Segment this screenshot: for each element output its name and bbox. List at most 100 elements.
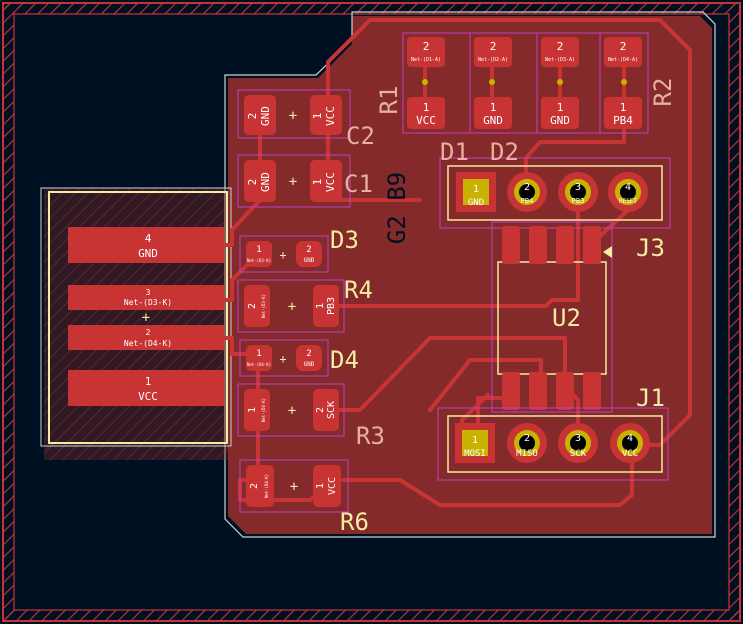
label-d2: D2 xyxy=(490,138,519,166)
j1-pin-3: 3 SCK xyxy=(558,423,598,463)
svg-text:GND: GND xyxy=(468,198,484,208)
svg-text:SCK: SCK xyxy=(570,449,587,459)
svg-text:SCK: SCK xyxy=(326,401,337,419)
svg-text:1: 1 xyxy=(620,101,627,114)
svg-text:PB3: PB3 xyxy=(326,297,337,315)
svg-text:1: 1 xyxy=(472,435,478,446)
j3-pin-2: 2 PB4 xyxy=(507,172,547,212)
label-d4: D4 xyxy=(330,346,359,374)
resistor-r4: 2 Net-(D3-K) 1 PB3 + xyxy=(237,279,345,333)
svg-text:Net-(D3-K): Net-(D3-K) xyxy=(261,294,266,318)
svg-text:PB3: PB3 xyxy=(572,197,585,205)
svg-text:2: 2 xyxy=(306,245,311,255)
svg-text:2: 2 xyxy=(246,179,259,186)
usb-pad-4-net: GND xyxy=(138,247,158,260)
usb-pad-2-net: Net-(D4-K) xyxy=(124,339,172,348)
svg-text:2: 2 xyxy=(246,113,259,120)
svg-text:Net-(D3-K): Net-(D3-K) xyxy=(247,258,271,263)
svg-text:+: + xyxy=(289,174,297,190)
svg-text:1: 1 xyxy=(473,184,479,195)
svg-text:PB4: PB4 xyxy=(521,197,534,205)
c2-pad-1: 1 VCC xyxy=(310,95,342,135)
j3-pin-4: 4 RESET xyxy=(608,172,648,212)
svg-text:1: 1 xyxy=(256,349,261,359)
label-j3: J3 xyxy=(636,234,665,262)
svg-text:GND: GND xyxy=(304,361,315,368)
svg-text:Net-(D4-K): Net-(D4-K) xyxy=(264,474,269,498)
resistor-r3: 1 Net-(D4-K) 2 SCK + xyxy=(237,383,345,437)
svg-text:2: 2 xyxy=(524,433,530,444)
svg-text:2: 2 xyxy=(524,182,530,193)
svg-text:1: 1 xyxy=(256,245,261,255)
j1-pin-1: 1 MOSI xyxy=(455,423,495,463)
label-d1: D1 xyxy=(440,138,469,166)
svg-text:+: + xyxy=(289,108,297,124)
label-u2: U2 xyxy=(552,304,581,332)
label-d3: D3 xyxy=(330,226,359,254)
vias xyxy=(422,79,627,85)
led-d3: 1 Net-(D3-K) 2 GND + xyxy=(239,235,329,273)
svg-text:1: 1 xyxy=(247,407,258,413)
svg-text:MOSI: MOSI xyxy=(464,449,486,459)
usb-pad-3-num: 3 xyxy=(146,288,151,297)
svg-text:GND: GND xyxy=(259,172,272,192)
svg-text:VCC: VCC xyxy=(324,172,337,192)
r3-pad-2: 2 SCK xyxy=(313,389,339,431)
d3-pad-1: 1 Net-(D3-K) xyxy=(246,241,272,267)
j1-pin-4: 4 VCC xyxy=(610,423,650,463)
svg-text:2: 2 xyxy=(620,40,627,53)
usb-center-cross: + xyxy=(142,310,150,326)
svg-text:2: 2 xyxy=(306,349,311,359)
j1-pin-2: 2 MISO xyxy=(507,423,547,463)
r6-pad-1: 1 VCC xyxy=(313,465,341,507)
svg-text:3: 3 xyxy=(575,182,581,193)
r-top-pad-c2: 2 Net-(D3-A) xyxy=(541,37,579,67)
usb-pad-3-net: Net-(D3-K) xyxy=(124,298,172,307)
svg-text:1: 1 xyxy=(311,179,324,186)
svg-text:VCC: VCC xyxy=(324,106,337,126)
svg-text:1: 1 xyxy=(423,101,430,114)
r4-pad-1: 1 PB3 xyxy=(313,285,339,327)
svg-text:Net-(D3-A): Net-(D3-A) xyxy=(545,57,575,63)
r-top-pad-c1: 1 GND xyxy=(541,97,579,129)
label-c2: C2 xyxy=(346,122,375,150)
svg-text:1: 1 xyxy=(311,113,324,120)
svg-text:+: + xyxy=(279,352,286,366)
header-j3: 1 GND 2 PB4 3 PB3 4 RESET xyxy=(439,157,671,229)
label-r4: R4 xyxy=(344,276,373,304)
c1-pad-2: 2 GND xyxy=(244,160,276,202)
svg-text:+: + xyxy=(290,479,298,495)
r-top-pad-b1: 1 GND xyxy=(474,97,512,129)
svg-text:Net-(D4-A): Net-(D4-A) xyxy=(608,57,638,63)
capacitor-c1: 2 GND 1 VCC + xyxy=(237,154,351,208)
svg-text:GND: GND xyxy=(304,257,315,264)
label-vertical: G2 B9 xyxy=(383,172,411,244)
resistor-array-r1-r2: 2 Net-(D1-A) 1 VCC 2 Net-(D2-A) 1 GND 2 … xyxy=(402,32,649,134)
capacitor-c2: 2 GND 1 VCC + xyxy=(237,89,351,139)
svg-text:2: 2 xyxy=(490,40,497,53)
svg-text:2: 2 xyxy=(557,40,564,53)
r-top-pad-d1: 1 PB4 xyxy=(604,97,642,129)
svg-text:+: + xyxy=(288,299,296,315)
svg-text:4: 4 xyxy=(627,433,633,444)
r-top-pad-d2: 2 Net-(D4-A) xyxy=(604,37,642,67)
svg-text:2: 2 xyxy=(249,483,260,489)
svg-text:3: 3 xyxy=(575,433,581,444)
usb-pad-1-num: 1 xyxy=(145,375,152,388)
svg-text:1: 1 xyxy=(557,101,564,114)
label-c1: C1 xyxy=(344,170,373,198)
svg-text:1: 1 xyxy=(315,303,326,309)
label-r2: R2 xyxy=(649,78,677,107)
label-j1: J1 xyxy=(636,384,665,412)
svg-text:Net-(D4-K): Net-(D4-K) xyxy=(261,398,266,422)
svg-text:GND: GND xyxy=(550,114,570,127)
resistor-r6: 2 Net-(D4-K) 1 VCC + xyxy=(239,459,349,513)
svg-text:1: 1 xyxy=(315,483,326,489)
svg-text:PB4: PB4 xyxy=(613,114,633,127)
svg-text:RESET: RESET xyxy=(619,198,637,205)
j3-pin-3: 3 PB3 xyxy=(558,172,598,212)
j3-pin-1: 1 GND xyxy=(456,172,496,212)
svg-text:VCC: VCC xyxy=(622,449,638,459)
